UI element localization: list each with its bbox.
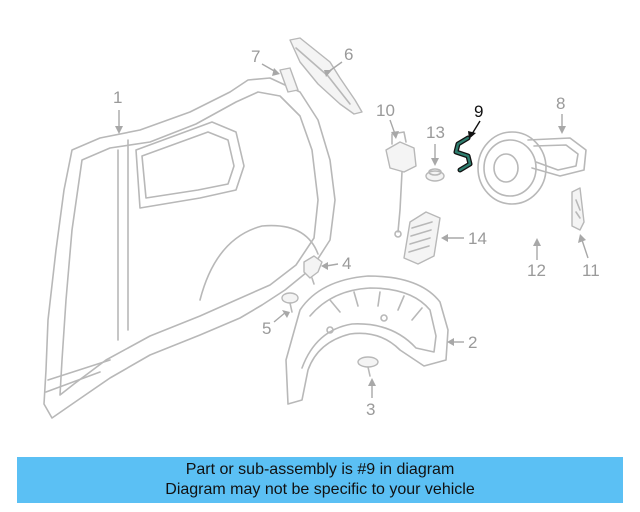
callout-1-label: 1: [113, 88, 122, 107]
callout-2-arrow: [447, 338, 454, 346]
screw-part[interactable]: [357, 356, 379, 377]
banner-line-part-number: Part or sub-assembly is #9 in diagram: [185, 461, 455, 478]
callout-8-label: 8: [556, 94, 565, 113]
callout-3-label: 3: [366, 400, 375, 419]
callout-13-label: 13: [426, 123, 445, 142]
bracket-part[interactable]: [571, 187, 585, 231]
callout-9-arrow: [468, 131, 476, 139]
callout-10-label: 10: [376, 101, 395, 120]
info-banner: Part or sub-assembly is #9 in diagram Di…: [17, 457, 623, 503]
quarter-panel-part[interactable]: [43, 77, 336, 419]
callout-12-arrow: [533, 238, 541, 246]
callout-11-arrow: [578, 234, 586, 243]
vent-grille-part[interactable]: [403, 211, 441, 265]
callout-11-leader: [581, 239, 589, 259]
hose-part[interactable]: [514, 210, 546, 233]
push-pin-part[interactable]: [281, 292, 299, 313]
callout-6-label: 6: [344, 45, 353, 64]
callout-13-arrow: [431, 158, 439, 166]
callout-12-label: 12: [527, 261, 546, 280]
callout-10-arrow: [391, 131, 399, 139]
callout-4-arrow: [321, 262, 328, 270]
fuel-door-actuator-part[interactable]: [385, 131, 417, 238]
callout-9-leader: [471, 120, 481, 135]
callout-1-arrow: [115, 126, 123, 134]
wheelhouse-liner-part[interactable]: [285, 275, 449, 405]
callout-14-arrow: [441, 234, 448, 242]
callout-9-label: 9: [474, 102, 483, 121]
callout-5-leader: [273, 311, 287, 323]
callout-5-label: 5: [262, 319, 271, 338]
exploded-parts-diagram: 1 6 7 10 13: [43, 37, 600, 419]
banner-line-disclaimer: Diagram may not be specific to your vehi…: [165, 481, 475, 498]
callout-2-label: 2: [468, 333, 477, 352]
grommet-part[interactable]: [425, 168, 445, 182]
spring-part-highlighted[interactable]: [453, 135, 473, 173]
callout-8-arrow: [558, 126, 566, 134]
callout-7-label: 7: [251, 47, 260, 66]
clip-part[interactable]: [279, 67, 299, 93]
retainer-clip-part[interactable]: [303, 255, 323, 285]
callout-7-arrow: [272, 68, 280, 76]
fuel-filler-door-part[interactable]: [477, 131, 587, 205]
callout-14-label: 14: [468, 229, 487, 248]
callout-11-label: 11: [582, 261, 600, 280]
callout-5-arrow: [282, 310, 290, 318]
callout-3-arrow: [368, 378, 376, 386]
callout-4-label: 4: [342, 254, 351, 273]
callout-6-arrow: [324, 70, 332, 77]
